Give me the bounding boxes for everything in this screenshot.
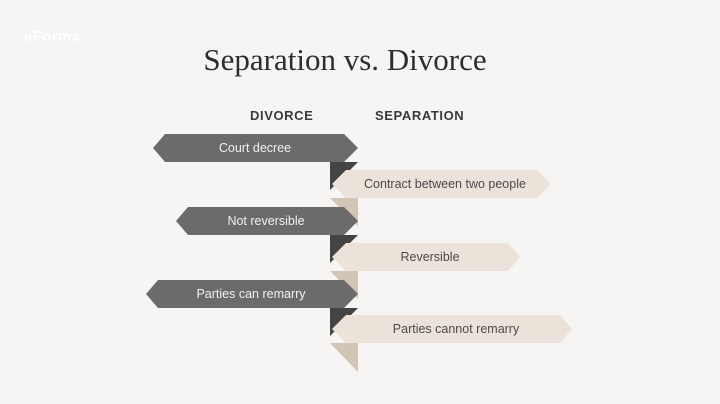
divorce-item-3: Parties can remarry (196, 287, 306, 301)
page-title: Separation vs. Divorce (203, 42, 487, 77)
separation-fold-3 (330, 343, 358, 372)
separation-header: SEPARATION (375, 108, 465, 123)
separation-item-1: Contract between two people (364, 177, 526, 191)
divorce-ribbon-3 (146, 280, 358, 308)
divorce-header: DIVORCE (250, 108, 314, 123)
divorce-item-1: Court decree (218, 141, 292, 155)
separation-ribbon-3 (332, 315, 572, 343)
separation-ribbon-1 (332, 170, 550, 198)
divorce-ribbon-2 (176, 207, 358, 235)
separation-item-3: Parties cannot remarry (392, 322, 520, 336)
eforms-logo: eForms (24, 28, 80, 45)
separation-ribbon-2 (332, 243, 520, 271)
divorce-ribbon-1 (153, 134, 358, 162)
separation-item-2: Reversible (400, 250, 460, 264)
divorce-item-2: Not reversible (227, 214, 305, 228)
